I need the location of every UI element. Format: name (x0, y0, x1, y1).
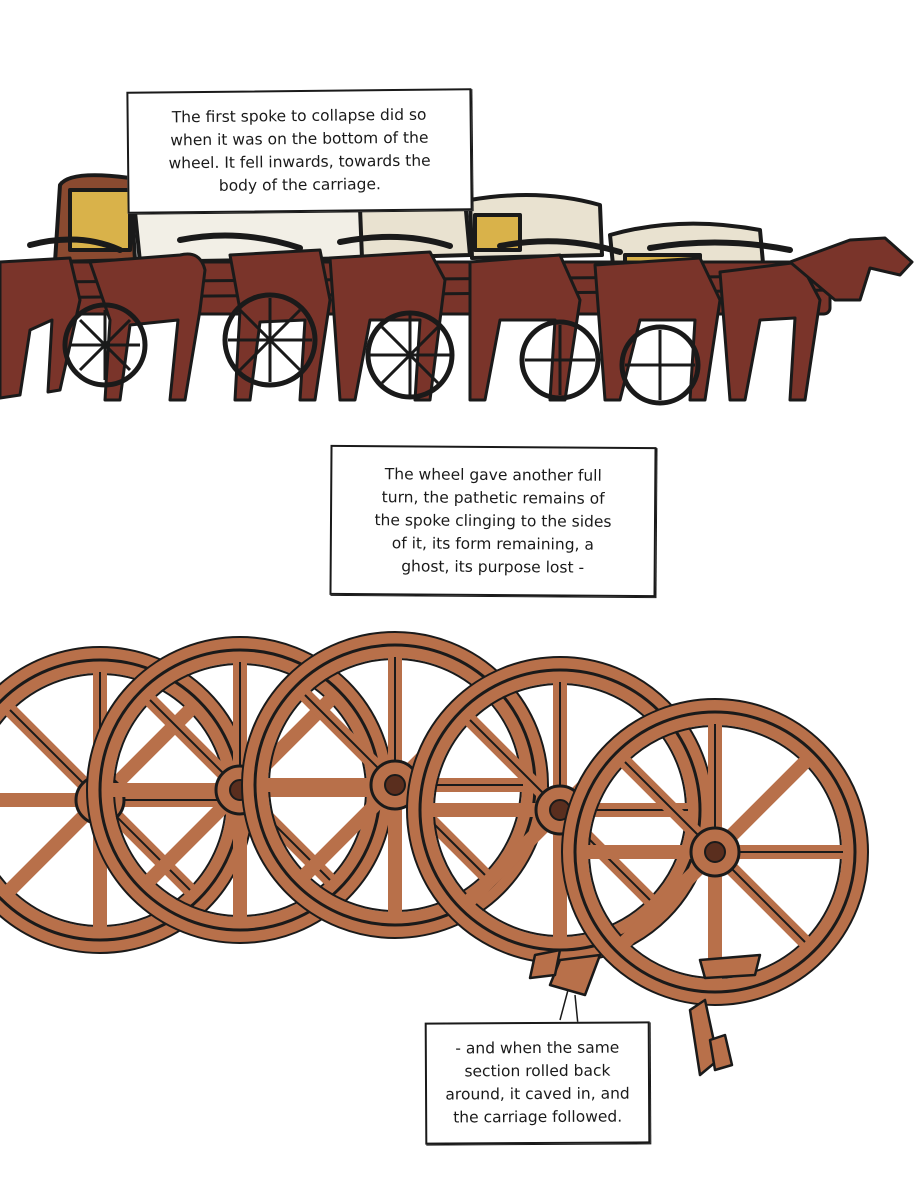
caption-2-line-5: ghost, its purpose lost - (401, 556, 585, 577)
caravan-spokes (70, 298, 695, 400)
caption-3-line-1: - and when the same (455, 1038, 620, 1058)
caption-3-line-3: around, it caved in, and (445, 1084, 630, 1104)
narration-caption-1: The first spoke to collapse did so when … (126, 88, 473, 214)
caravan-wheels (62, 292, 701, 406)
caption-3-line-4: the carriage followed. (453, 1107, 623, 1127)
narration-caption-2: The wheel gave another full turn, the pa… (329, 444, 657, 598)
horse-manes (27, 232, 793, 255)
caption-1-line-4: body of the carriage. (218, 175, 381, 195)
caravan-illustration (0, 173, 914, 406)
narration-caption-3: - and when the same section rolled back … (424, 1021, 651, 1145)
caption-2-line-1: The wheel gave another full (384, 464, 602, 485)
spoke-fragments (528, 948, 762, 1077)
debris-lines (559, 989, 579, 1026)
caption-2-line-4: of it, its form remaining, a (391, 533, 594, 554)
caption-2-line-2: turn, the pathetic remains of (381, 487, 605, 508)
caption-2-line-3: the spoke clinging to the sides (374, 510, 612, 531)
caption-3-line-2: section rolled back (464, 1061, 611, 1081)
